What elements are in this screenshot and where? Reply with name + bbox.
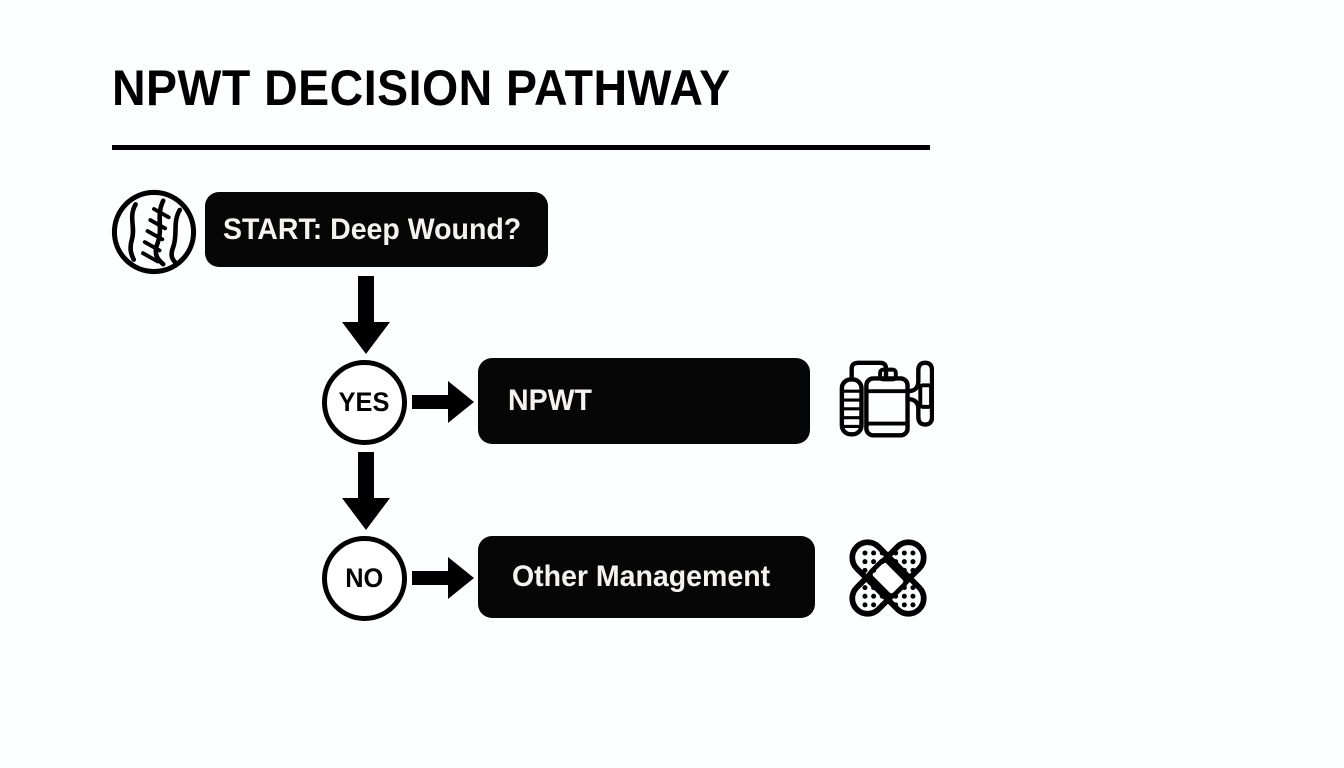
page-title: NPWT DECISION PATHWAY bbox=[112, 60, 731, 116]
outcome-npwt-label: NPWT bbox=[508, 384, 592, 417]
decision-no-label: NO bbox=[345, 563, 384, 593]
right-arrow-no-to-other bbox=[412, 557, 474, 599]
adhesive-bandage-icon bbox=[849, 539, 927, 617]
outcome-other-management-label: Other Management bbox=[512, 560, 771, 593]
outcome-other-management[interactable]: Other Management bbox=[478, 536, 815, 618]
title-divider bbox=[112, 145, 930, 150]
outcome-npwt[interactable]: NPWT bbox=[478, 358, 810, 444]
down-arrow-yes-to-no bbox=[342, 452, 390, 530]
start-node-label: START: Deep Wound? bbox=[223, 212, 522, 246]
right-arrow-yes-to-npwt bbox=[412, 381, 474, 423]
start-node[interactable]: START: Deep Wound? bbox=[205, 192, 548, 267]
decision-yes-label: YES bbox=[339, 387, 390, 417]
sutured-wound-icon bbox=[111, 189, 197, 275]
decision-yes[interactable]: YES bbox=[322, 360, 407, 445]
down-arrow-start-to-yes bbox=[342, 276, 390, 354]
npwt-pump-icon bbox=[839, 360, 934, 438]
decision-no[interactable]: NO bbox=[322, 536, 407, 621]
